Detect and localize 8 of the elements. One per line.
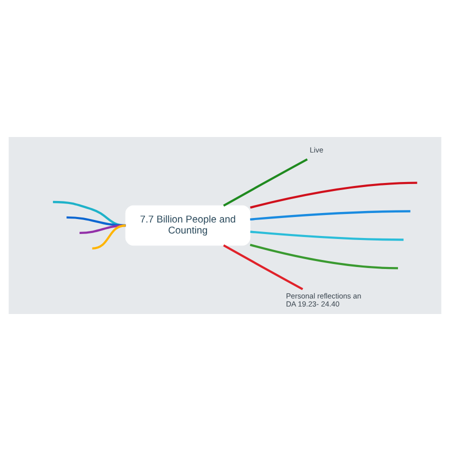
connector [250, 210, 410, 220]
connector [223, 158, 308, 206]
node-box: 7.7 Billion People and Counting [125, 204, 250, 246]
connector [250, 243, 398, 269]
connector [250, 230, 404, 240]
connector [92, 224, 126, 249]
connector [250, 181, 418, 208]
connector [223, 244, 304, 290]
